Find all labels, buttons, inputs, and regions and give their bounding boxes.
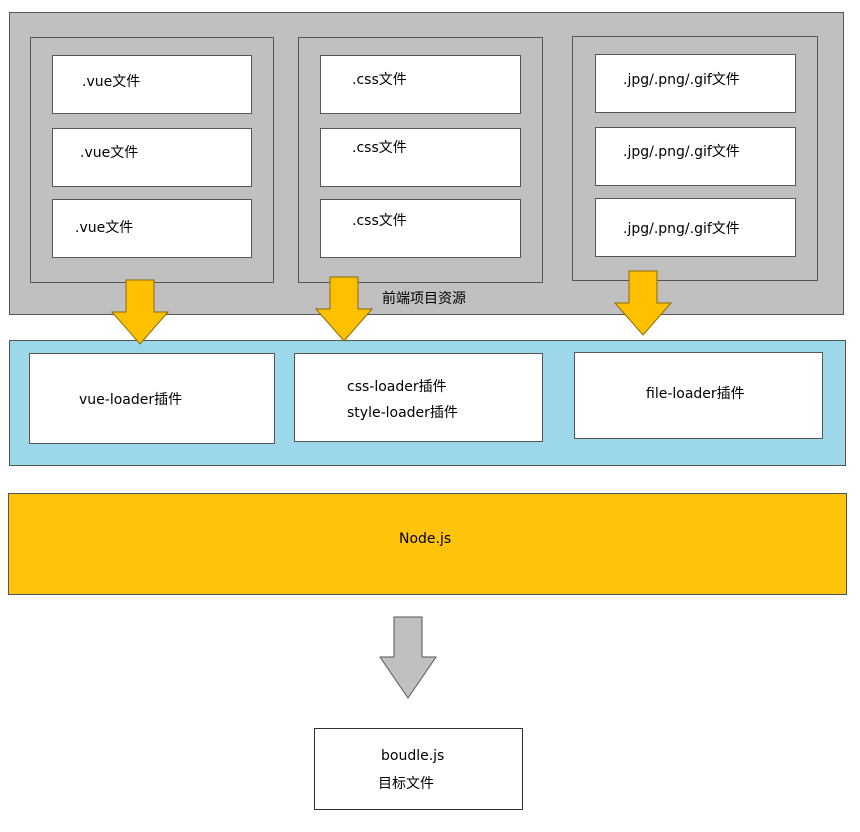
vue-file-label: .vue文件 [82,74,141,90]
vue-loader-label: vue-loader插件 [79,392,183,408]
image-file-label: .jpg/.png/.gif文件 [623,144,740,160]
image-file-label: .jpg/.png/.gif文件 [623,72,740,88]
down-arrow-images [613,270,673,336]
nodejs-label: Node.js [399,531,452,547]
css-loader-label: css-loader插件 [347,379,447,395]
nodejs-bar: Node.js [8,493,847,595]
output-description: 目标文件 [378,776,434,792]
file-loader-label: file-loader插件 [646,386,745,402]
css-loader-box: css-loader插件 style-loader插件 [294,353,543,442]
vue-loader-box: vue-loader插件 [29,353,275,444]
file-loader-box: file-loader插件 [574,352,823,439]
image-file-box-3: .jpg/.png/.gif文件 [595,198,796,257]
down-arrow-css [314,276,374,342]
down-arrow-output [379,616,437,699]
down-arrow-vue [110,279,170,345]
css-file-label: .css文件 [352,140,407,156]
output-filename: boudle.js [381,748,445,764]
vue-file-label: .vue文件 [75,220,134,236]
image-file-box-2: .jpg/.png/.gif文件 [595,127,796,186]
css-file-box-1: .css文件 [320,55,521,114]
vue-file-box-1: .vue文件 [52,55,252,114]
css-file-label: .css文件 [352,72,407,88]
image-file-label: .jpg/.png/.gif文件 [623,221,740,237]
css-file-box-2: .css文件 [320,128,521,187]
project-resources-label: 前端项目资源 [382,291,466,307]
vue-file-box-2: .vue文件 [52,128,252,187]
style-loader-label: style-loader插件 [347,405,458,421]
vue-file-box-3: .vue文件 [52,199,252,258]
css-file-label: .css文件 [352,213,407,229]
vue-file-label: .vue文件 [80,145,139,161]
image-file-box-1: .jpg/.png/.gif文件 [595,54,796,113]
css-file-box-3: .css文件 [320,199,521,258]
output-file-box: boudle.js 目标文件 [314,728,523,810]
